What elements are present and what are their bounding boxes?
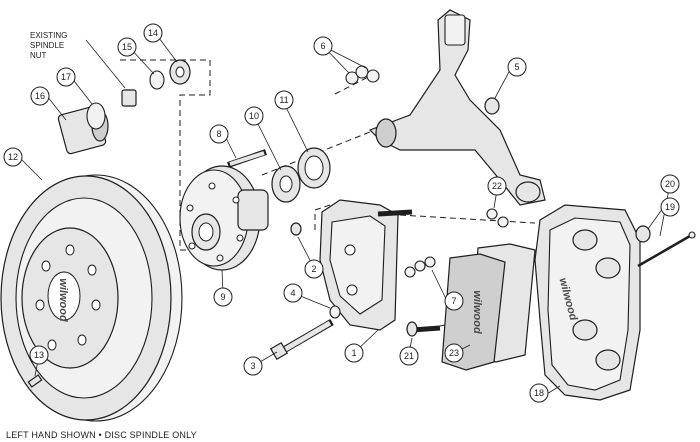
wheel-stud (227, 149, 267, 168)
bracket-bolt-short (290, 222, 302, 236)
spindle-nut-small (484, 97, 500, 115)
callout-8: 8 (209, 124, 229, 144)
svg-text:8: 8 (216, 129, 221, 139)
grease-seal (297, 147, 331, 189)
spindle (368, 9, 546, 206)
note-line-2: SPINDLE (30, 41, 64, 50)
svg-text:17: 17 (61, 72, 71, 82)
diagram-caption: LEFT HAND SHOWN • DISC SPINDLE ONLY (6, 430, 197, 440)
svg-text:11: 11 (279, 95, 288, 105)
rotor-mount-holes (35, 244, 101, 351)
rotor-bolt (27, 374, 43, 388)
o-ring (86, 102, 106, 130)
callout-3: 3 (243, 356, 263, 376)
svg-text:1: 1 (351, 348, 356, 358)
callout-5: 5 (507, 57, 527, 77)
callout-21: 21 (399, 346, 419, 366)
svg-text:3: 3 (250, 361, 255, 371)
existing-spindle-nut-note: EXISTING SPINDLE NUT (30, 31, 67, 60)
bleed-nut (635, 225, 651, 243)
svg-text:10: 10 (249, 111, 259, 121)
outer-bearing (169, 59, 191, 85)
pad-brand-mark: wilwood (471, 290, 483, 334)
svg-text:4: 4 (290, 288, 295, 298)
caliper: wilwood (534, 204, 641, 401)
svg-text:9: 9 (220, 292, 225, 302)
caliper-mount-washers (486, 208, 509, 228)
callout-10: 10 (244, 106, 264, 126)
callout-1: 1 (344, 343, 364, 363)
svg-text:12: 12 (8, 152, 18, 162)
svg-text:19: 19 (665, 202, 675, 212)
brake-pads: wilwood (441, 243, 536, 371)
bracket-shim-washers (404, 256, 436, 278)
svg-text:13: 13 (34, 350, 44, 360)
svg-text:6: 6 (320, 41, 325, 51)
callout-18: 18 (529, 383, 549, 403)
callout-9: 9 (213, 287, 233, 307)
svg-text:7: 7 (451, 296, 456, 306)
pad-retainer-pin (637, 231, 696, 268)
bracket-washer (329, 305, 341, 319)
callout-16: 16 (30, 86, 50, 106)
rotor-brand-mark: wilwood (57, 278, 69, 322)
svg-text:5: 5 (514, 62, 519, 72)
callout-13: 13 (29, 345, 49, 365)
svg-text:18: 18 (534, 388, 544, 398)
bracket-studs (377, 209, 441, 337)
hub-stud-holes (186, 182, 244, 262)
rotor: wilwood (0, 174, 183, 422)
callout-6: 6 (313, 36, 333, 56)
callout-4: 4 (283, 283, 303, 303)
callout-7: 7 (444, 291, 464, 311)
callout-11: 11 (274, 90, 294, 110)
callout-23: 23 (444, 343, 464, 363)
note-line-1: EXISTING (30, 31, 67, 40)
callout-15: 15 (117, 37, 137, 57)
spindle-nut (121, 89, 137, 107)
svg-text:16: 16 (35, 91, 45, 101)
bracket-bolt-long (269, 318, 334, 361)
callout-20: 20 (660, 174, 680, 194)
callout-22: 22 (487, 176, 507, 196)
svg-text:20: 20 (665, 179, 675, 189)
spindle-washer (149, 70, 165, 90)
callout-19: 19 (660, 197, 680, 217)
svg-text:2: 2 (311, 264, 316, 274)
callout-2: 2 (304, 259, 324, 279)
callout-14: 14 (143, 23, 163, 43)
svg-text:22: 22 (492, 181, 502, 191)
hub (179, 165, 269, 271)
spindle-shim-washers (345, 65, 380, 85)
note-line-3: NUT (30, 51, 47, 60)
svg-text:14: 14 (148, 28, 158, 38)
callout-12: 12 (3, 147, 23, 167)
svg-text:23: 23 (449, 348, 459, 358)
svg-text:15: 15 (122, 42, 132, 52)
callout-17: 17 (56, 67, 76, 87)
svg-text:21: 21 (404, 351, 414, 361)
caliper-bracket (319, 199, 399, 331)
inner-bearing (271, 165, 301, 203)
